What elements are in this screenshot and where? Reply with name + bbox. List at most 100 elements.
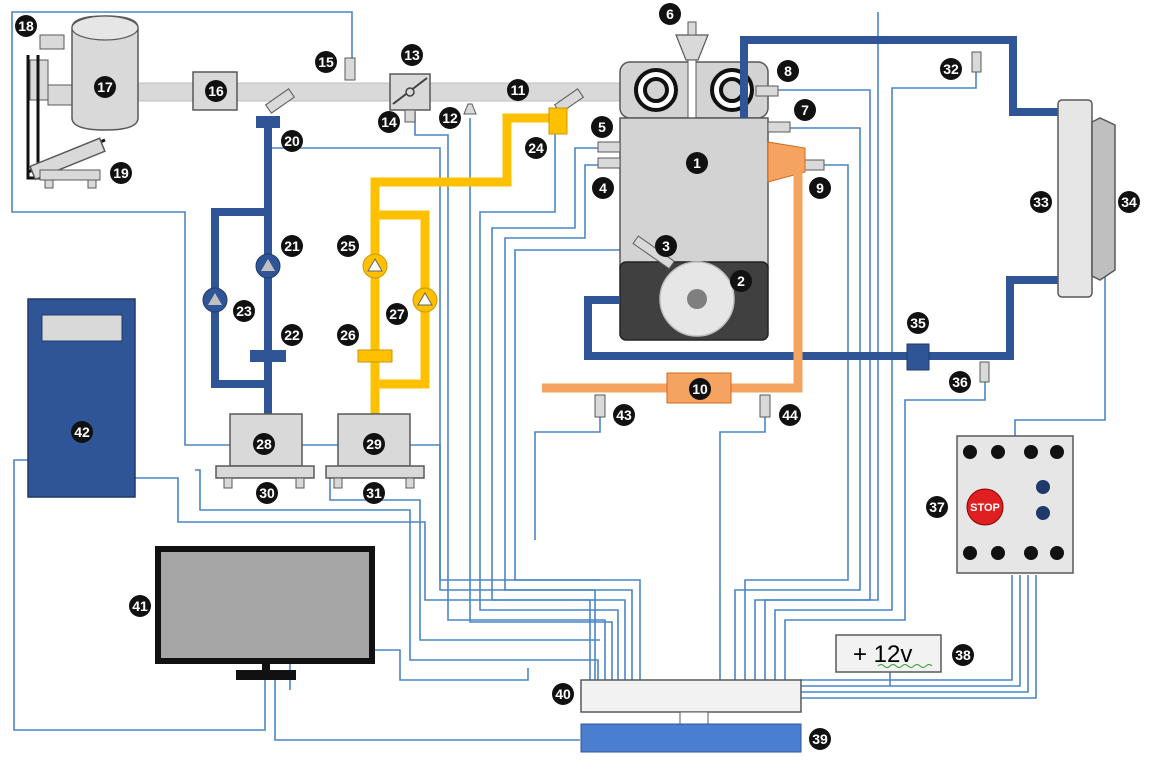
badge-number: 16 [208, 83, 224, 99]
tanks-and-scales [215, 413, 425, 489]
sensor-44 [759, 394, 771, 418]
badge-26: 26 [337, 324, 359, 346]
badge-18: 18 [15, 15, 37, 37]
badge-19: 19 [110, 162, 132, 184]
badge-28: 28 [253, 433, 275, 455]
badge-number: 8 [784, 63, 792, 79]
badge-number: 21 [284, 238, 300, 254]
badge-circle [110, 162, 132, 184]
badge-14: 14 [378, 111, 400, 133]
badge-number: 28 [256, 436, 272, 452]
badge-circle [281, 324, 303, 346]
badge-31: 31 [363, 482, 385, 504]
control-panel-37: STOP [956, 435, 1074, 574]
badge-number: 34 [1121, 194, 1137, 210]
badge-22: 22 [281, 324, 303, 346]
sensor-36 [979, 361, 990, 383]
badge-24: 24 [525, 137, 547, 159]
pump-23 [202, 287, 228, 313]
badge-13: 13 [401, 44, 423, 66]
badge-circle [686, 152, 708, 174]
stop-button[interactable]: STOP [966, 488, 1004, 526]
intake-system [29, 15, 621, 131]
badge-circle [15, 15, 37, 37]
engine-funnel-6 [675, 34, 709, 61]
badge-44: 44 [779, 404, 801, 426]
badge-circle [94, 76, 116, 98]
badge-35: 35 [907, 312, 929, 334]
badge-10: 10 [689, 378, 711, 400]
badge-circle [592, 177, 614, 199]
badge-circle [730, 270, 752, 292]
badge-number: 13 [404, 47, 420, 63]
power-supply-label: + 12v [853, 641, 912, 668]
badge-32: 32 [940, 58, 962, 80]
badge-number: 17 [97, 79, 113, 95]
pump-25 [362, 253, 388, 279]
badge-number: 7 [801, 102, 809, 118]
badge-circle [386, 303, 408, 325]
badge-number: 24 [528, 140, 544, 156]
badge-41: 41 [129, 595, 151, 617]
badge-circle [507, 79, 529, 101]
signal-wires [11, 11, 1106, 741]
badge-15: 15 [315, 51, 337, 73]
sensor-14 [404, 109, 416, 123]
badge-6: 6 [659, 3, 681, 25]
stop-label: STOP [970, 502, 1000, 514]
badge-number: 25 [340, 238, 356, 254]
badge-circle [809, 177, 831, 199]
badge-7: 7 [794, 99, 816, 121]
monitor-41 [155, 546, 375, 680]
badge-circle [71, 421, 93, 443]
badge-number: 30 [259, 485, 275, 501]
badge-number: 22 [284, 327, 300, 343]
sensor-5 [597, 141, 621, 153]
flow-meter-35 [906, 343, 930, 371]
badge-23: 23 [233, 300, 255, 322]
badge-circle [233, 300, 255, 322]
daq-unit [580, 679, 802, 753]
sensor-8 [755, 85, 779, 97]
radiator [1057, 99, 1116, 298]
sensor-4 [597, 157, 621, 169]
badge-number: 10 [692, 381, 708, 397]
sensor-12 [463, 103, 477, 115]
badge-37: 37 [926, 496, 948, 518]
badge-number: 32 [943, 61, 959, 77]
badge-number: 41 [132, 598, 148, 614]
sensor-43 [594, 394, 606, 418]
accelerator-pedal-19 [26, 55, 106, 189]
badge-number: 39 [812, 731, 828, 747]
badge-circle [809, 728, 831, 750]
number-badges: 1234567891011121314151617181920212223242… [15, 3, 1140, 750]
badge-circle [337, 324, 359, 346]
badge-5: 5 [591, 116, 613, 138]
badge-circle [378, 111, 400, 133]
badge-number: 23 [236, 303, 252, 319]
badge-circle [281, 130, 303, 152]
badge-number: 29 [366, 436, 382, 452]
badge-20: 20 [281, 130, 303, 152]
badge-36: 36 [949, 371, 971, 393]
badge-number: 33 [1033, 194, 1049, 210]
badge-circle [794, 99, 816, 121]
badge-39: 39 [809, 728, 831, 750]
badge-number: 26 [340, 327, 356, 343]
badge-circle [337, 235, 359, 257]
badge-number: 42 [74, 424, 90, 440]
badge-number: 1 [693, 155, 701, 171]
badge-circle [525, 137, 547, 159]
badge-circle [256, 482, 278, 504]
badge-circle [1118, 191, 1140, 213]
radiator-33 [1057, 99, 1093, 298]
sensor-7 [767, 121, 791, 133]
badge-circle [907, 312, 929, 334]
badge-circle [952, 644, 974, 666]
daq-box-40 [580, 679, 802, 713]
badge-12: 12 [439, 107, 461, 129]
badge-number: 36 [952, 374, 968, 390]
badge-21: 21 [281, 235, 303, 257]
badge-circle [363, 482, 385, 504]
badge-number: 44 [782, 407, 798, 423]
